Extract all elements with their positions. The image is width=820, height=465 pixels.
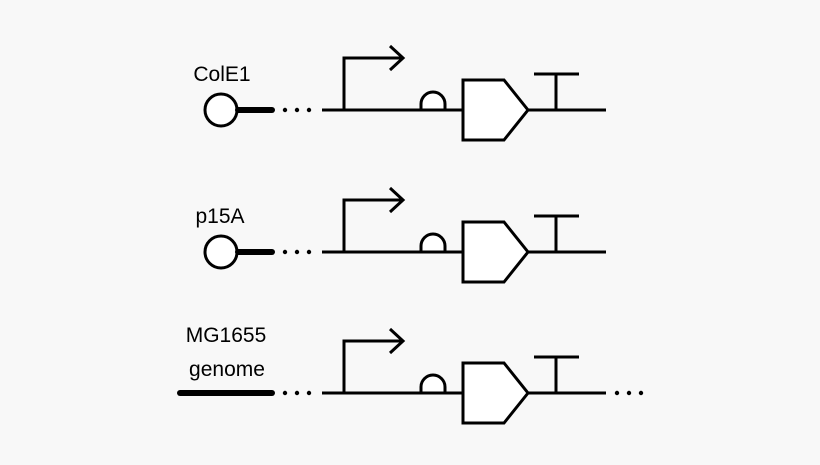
terminator-icon [534, 214, 579, 252]
ellipsis-dot [306, 249, 312, 255]
ellipsis-dot [294, 107, 300, 113]
construct-mg1655: MG1655 genome [177, 324, 644, 425]
ellipsis-dot [294, 390, 300, 396]
promoter-arrow-icon [342, 327, 406, 393]
promoter-arrow-icon [342, 186, 406, 252]
ellipsis-dot [282, 107, 288, 113]
construct-cole1: ColE1 [193, 44, 606, 142]
plasmid-origin-icon [203, 234, 239, 270]
rbs-icon [419, 232, 447, 254]
ellipsis-dot [306, 390, 312, 396]
construct-label-line1: MG1655 [186, 324, 267, 347]
promoter-arrow-icon [342, 44, 406, 110]
rbs-icon [419, 373, 447, 395]
ellipsis-dot [282, 249, 288, 255]
ellipsis-dot [294, 249, 300, 255]
ellipsis-dot [306, 107, 312, 113]
trailing-ellipsis-dot [626, 390, 632, 396]
construct-p15a: p15A [195, 186, 606, 284]
construct-label-line2: genome [189, 358, 265, 381]
rbs-icon [419, 90, 447, 112]
plasmid-origin-icon [203, 92, 239, 128]
construct-label: ColE1 [193, 63, 250, 86]
ellipsis-dot [282, 390, 288, 396]
terminator-icon [534, 72, 579, 110]
cds-icon [461, 361, 530, 425]
cds-icon [461, 78, 530, 142]
cds-icon [461, 220, 530, 284]
trailing-ellipsis-dot [638, 390, 644, 396]
terminator-icon [534, 355, 579, 393]
trailing-ellipsis-dot [614, 390, 620, 396]
construct-label: p15A [195, 205, 244, 228]
